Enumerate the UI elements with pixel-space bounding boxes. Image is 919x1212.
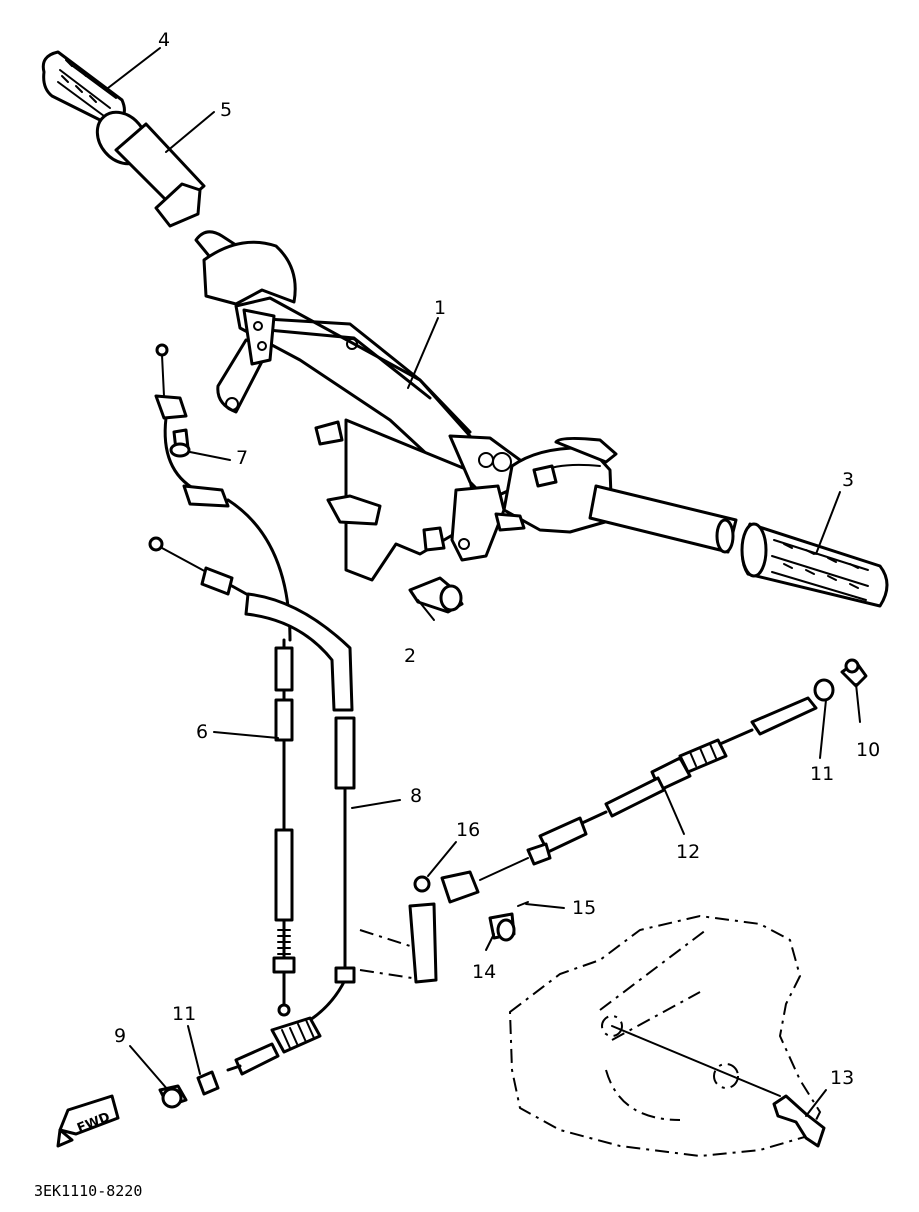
cable-12 bbox=[479, 696, 818, 881]
callout-4: 4 bbox=[158, 29, 170, 51]
throttle-cable-6 bbox=[272, 638, 296, 1017]
callout-9: 9 bbox=[114, 1025, 126, 1047]
callout-1: 1 bbox=[434, 297, 446, 319]
bolt bbox=[408, 576, 464, 614]
cap-11-right bbox=[813, 678, 835, 702]
fwd-arrow-icon: FWD bbox=[56, 1094, 120, 1148]
adjuster-10 bbox=[840, 658, 868, 688]
throttle-grip bbox=[95, 110, 206, 228]
callout-11-right: 11 bbox=[810, 763, 834, 785]
callout-7: 7 bbox=[236, 447, 248, 469]
adjuster-nut-9 bbox=[158, 1084, 188, 1109]
bracket-13 bbox=[772, 1094, 826, 1148]
right-grip bbox=[740, 522, 889, 608]
callout-2: 2 bbox=[404, 645, 416, 667]
callout-10: 10 bbox=[856, 739, 880, 761]
callout-8: 8 bbox=[410, 785, 422, 807]
leader-lines bbox=[107, 47, 861, 1117]
callout-3: 3 bbox=[842, 469, 854, 491]
callout-11-left: 11 bbox=[172, 1003, 196, 1025]
callout-15: 16 bbox=[456, 819, 480, 841]
callout-5: 5 bbox=[220, 99, 232, 121]
callout-6: 6 bbox=[196, 721, 208, 743]
throttle-cable-upper bbox=[154, 343, 292, 642]
callout-16: 15 bbox=[572, 897, 596, 919]
lever-assembly bbox=[359, 870, 529, 984]
handlebar bbox=[194, 230, 738, 582]
cable-8 bbox=[148, 536, 356, 1076]
engine-outline bbox=[508, 914, 822, 1158]
left-grip bbox=[41, 50, 126, 128]
callout-14: 14 bbox=[472, 961, 496, 983]
callout-12: 12 bbox=[676, 841, 700, 863]
drawing-code: 3EK1110-8220 bbox=[34, 1182, 142, 1200]
cap-11-left bbox=[196, 1070, 220, 1096]
callout-13: 13 bbox=[830, 1067, 854, 1089]
